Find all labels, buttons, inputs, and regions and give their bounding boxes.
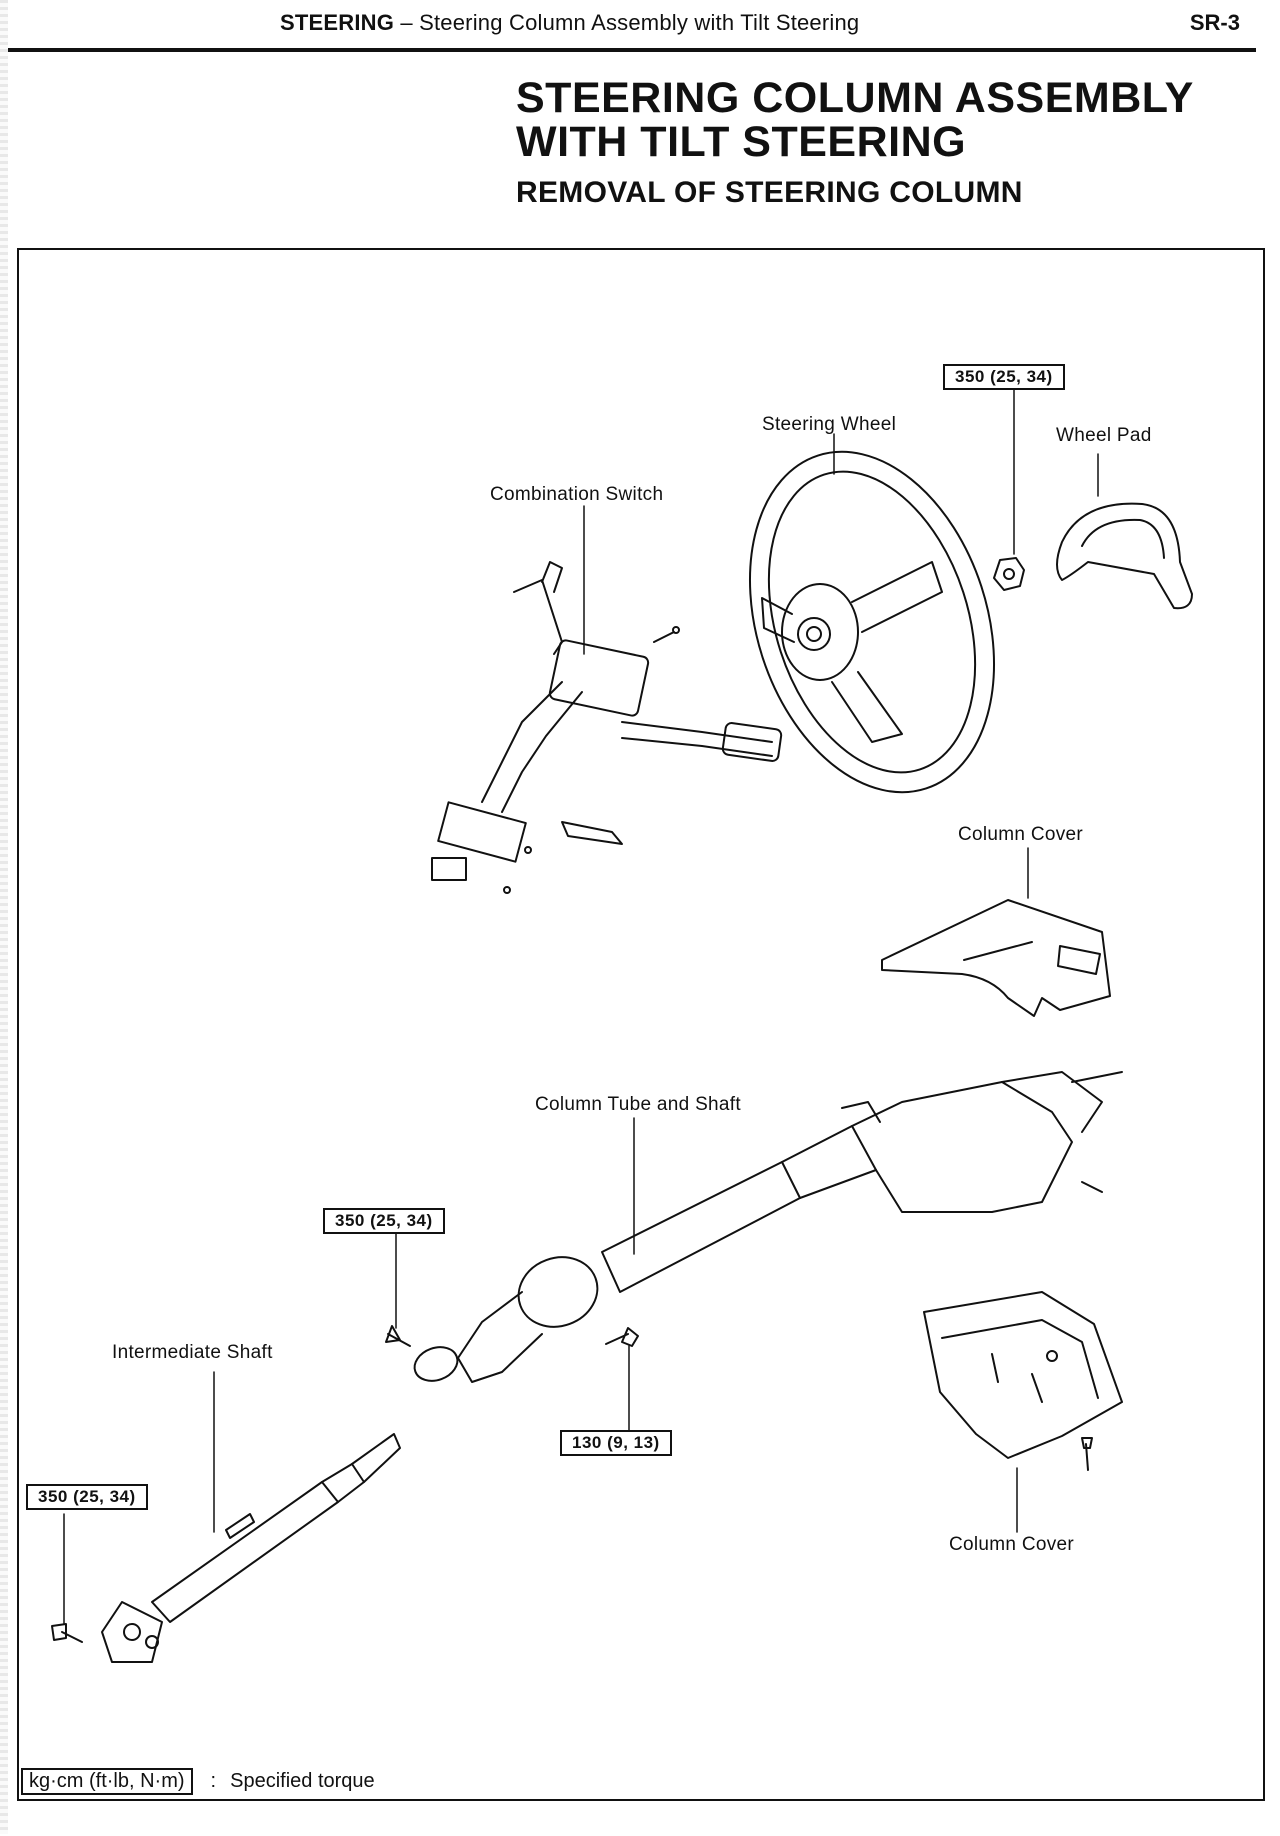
legend-separator: : — [210, 1770, 217, 1792]
label-intermediate-shaft: Intermediate Shaft — [112, 1342, 273, 1363]
torque-column-lower-bolt: 130 (9, 13) — [560, 1430, 672, 1456]
page-title: STEERING COLUMN ASSEMBLY WITH TILT STEER… — [516, 76, 1194, 164]
label-column-tube-and-shaft: Column Tube and Shaft — [535, 1094, 741, 1115]
subsection-name: Steering Column Assembly with Tilt Steer… — [419, 10, 860, 35]
page-subtitle: REMOVAL OF STEERING COLUMN — [516, 176, 1023, 209]
torque-column-upper-bolt: 350 (25, 34) — [323, 1208, 445, 1234]
intermediate-shaft-drawing — [101, 1433, 401, 1663]
label-column-cover-lower: Column Cover — [949, 1534, 1075, 1555]
running-header-title: STEERING – Steering Column Assembly with… — [280, 10, 859, 36]
label-column-cover-upper: Column Cover — [958, 824, 1084, 845]
label-wheel-pad: Wheel Pad — [1056, 425, 1152, 446]
header-rule — [8, 48, 1256, 52]
leader-lines — [63, 387, 1099, 1625]
running-header: STEERING – Steering Column Assembly with… — [0, 10, 1280, 44]
scan-edge — [0, 0, 8, 1834]
legend-meaning: Specified torque — [230, 1770, 375, 1792]
torque-unit-box: kg·cm (ft·lb, N·m) — [21, 1768, 193, 1795]
exploded-diagram: Steering Wheel 350 (25, 34) Wheel Pad Co… — [17, 248, 1265, 1801]
page-title-line-2: WITH TILT STEERING — [516, 118, 967, 166]
steering-wheel-drawing — [748, 450, 996, 794]
column-cover-lower-drawing — [923, 1291, 1123, 1459]
column-cover-upper-drawing — [881, 899, 1111, 1017]
section-name: STEERING — [280, 10, 395, 35]
header-dash: – — [394, 10, 420, 35]
bolt-drawings — [51, 1325, 1093, 1643]
torque-steering-wheel-nut: 350 (25, 34) — [943, 364, 1065, 390]
page-number: SR-3 — [1189, 10, 1240, 35]
steering-wheel-nut-drawing — [993, 557, 1025, 591]
label-steering-wheel: Steering Wheel — [762, 414, 897, 435]
page-title-line-1: STEERING COLUMN ASSEMBLY — [516, 74, 1194, 122]
wheel-pad-drawing — [1056, 502, 1193, 610]
torque-legend: kg·cm (ft·lb, N·m) : Specified torque — [21, 1768, 375, 1795]
combination-switch-drawing — [431, 561, 783, 894]
column-tube-drawing — [413, 1071, 1123, 1383]
label-combination-switch: Combination Switch — [490, 484, 664, 505]
torque-intermediate-shaft-bolt: 350 (25, 34) — [26, 1484, 148, 1510]
